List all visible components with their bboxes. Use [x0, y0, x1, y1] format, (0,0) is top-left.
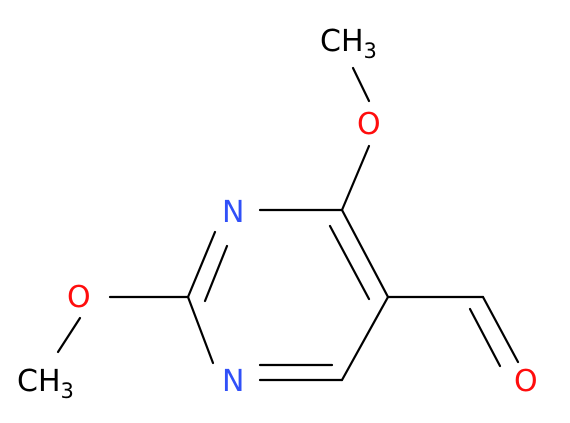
- methyl-left-label: CH3: [17, 364, 74, 403]
- nitrogen-upper-label: N: [222, 195, 244, 230]
- methyl-top-label: CH3: [320, 24, 377, 63]
- nitrogen-lower-label: N: [222, 364, 244, 399]
- bond-c2-n3: [186, 230, 217, 299]
- bond-o-top-methyl: [351, 66, 371, 103]
- bonds: [56, 66, 520, 382]
- bond-c5-c6: [340, 295, 390, 382]
- bond-c4-c5-double: [328, 224, 371, 301]
- bond-o-left-methyl: [56, 316, 82, 354]
- oxygen-aldehyde-label: O: [514, 364, 538, 399]
- bond-cho-o-double: [468, 307, 502, 368]
- oxygen-top-label: O: [357, 107, 381, 142]
- atom-labels: CH3 O N O CH3 N O: [17, 24, 538, 403]
- bond-n1-c2: [186, 295, 215, 365]
- bond-c2-n3-double: [203, 244, 229, 303]
- oxygen-left-label: O: [67, 280, 91, 315]
- bond-c4-o-top: [340, 144, 371, 212]
- bond-c4-c5: [340, 208, 390, 299]
- bond-cho-o: [481, 295, 520, 364]
